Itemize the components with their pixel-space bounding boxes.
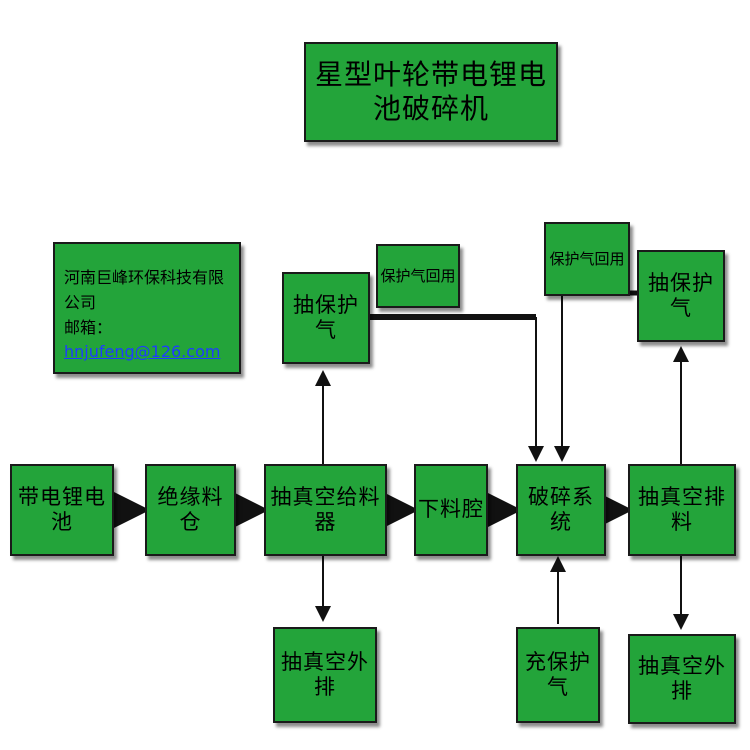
email-label: 邮箱：: [64, 317, 113, 337]
node-fill-gas: 充保护气: [516, 627, 600, 723]
node-exhaust-right: 抽真空外排: [628, 634, 736, 724]
node-battery: 带电锂电池: [10, 464, 114, 556]
node-protect-gas-right: 抽保护气: [637, 250, 725, 342]
node-recycle-right: 保护气回用: [544, 222, 630, 296]
node-vacuum-feeder: 抽真空给料器: [264, 464, 387, 556]
company-name: 河南巨峰环保科技有限公司: [64, 268, 225, 312]
node-vacuum-discharge: 抽真空排料: [628, 464, 736, 556]
node-protect-gas-left: 抽保护气: [282, 272, 370, 364]
node-recycle-left: 保护气回用: [376, 244, 460, 308]
diagram-title: 星型叶轮带电锂电池破碎机: [304, 42, 558, 142]
node-crushing-system: 破碎系统: [516, 464, 606, 556]
email-line: 邮箱： hnjufeng@126.com: [64, 316, 239, 366]
email-link[interactable]: hnjufeng@126.com: [64, 342, 221, 362]
company-info-box: 河南巨峰环保科技有限公司 邮箱： hnjufeng@126.com: [53, 242, 241, 374]
node-insulated-bin: 绝缘料仓: [145, 464, 236, 556]
node-chute: 下料腔: [414, 464, 488, 556]
node-exhaust-left: 抽真空外排: [273, 627, 377, 723]
